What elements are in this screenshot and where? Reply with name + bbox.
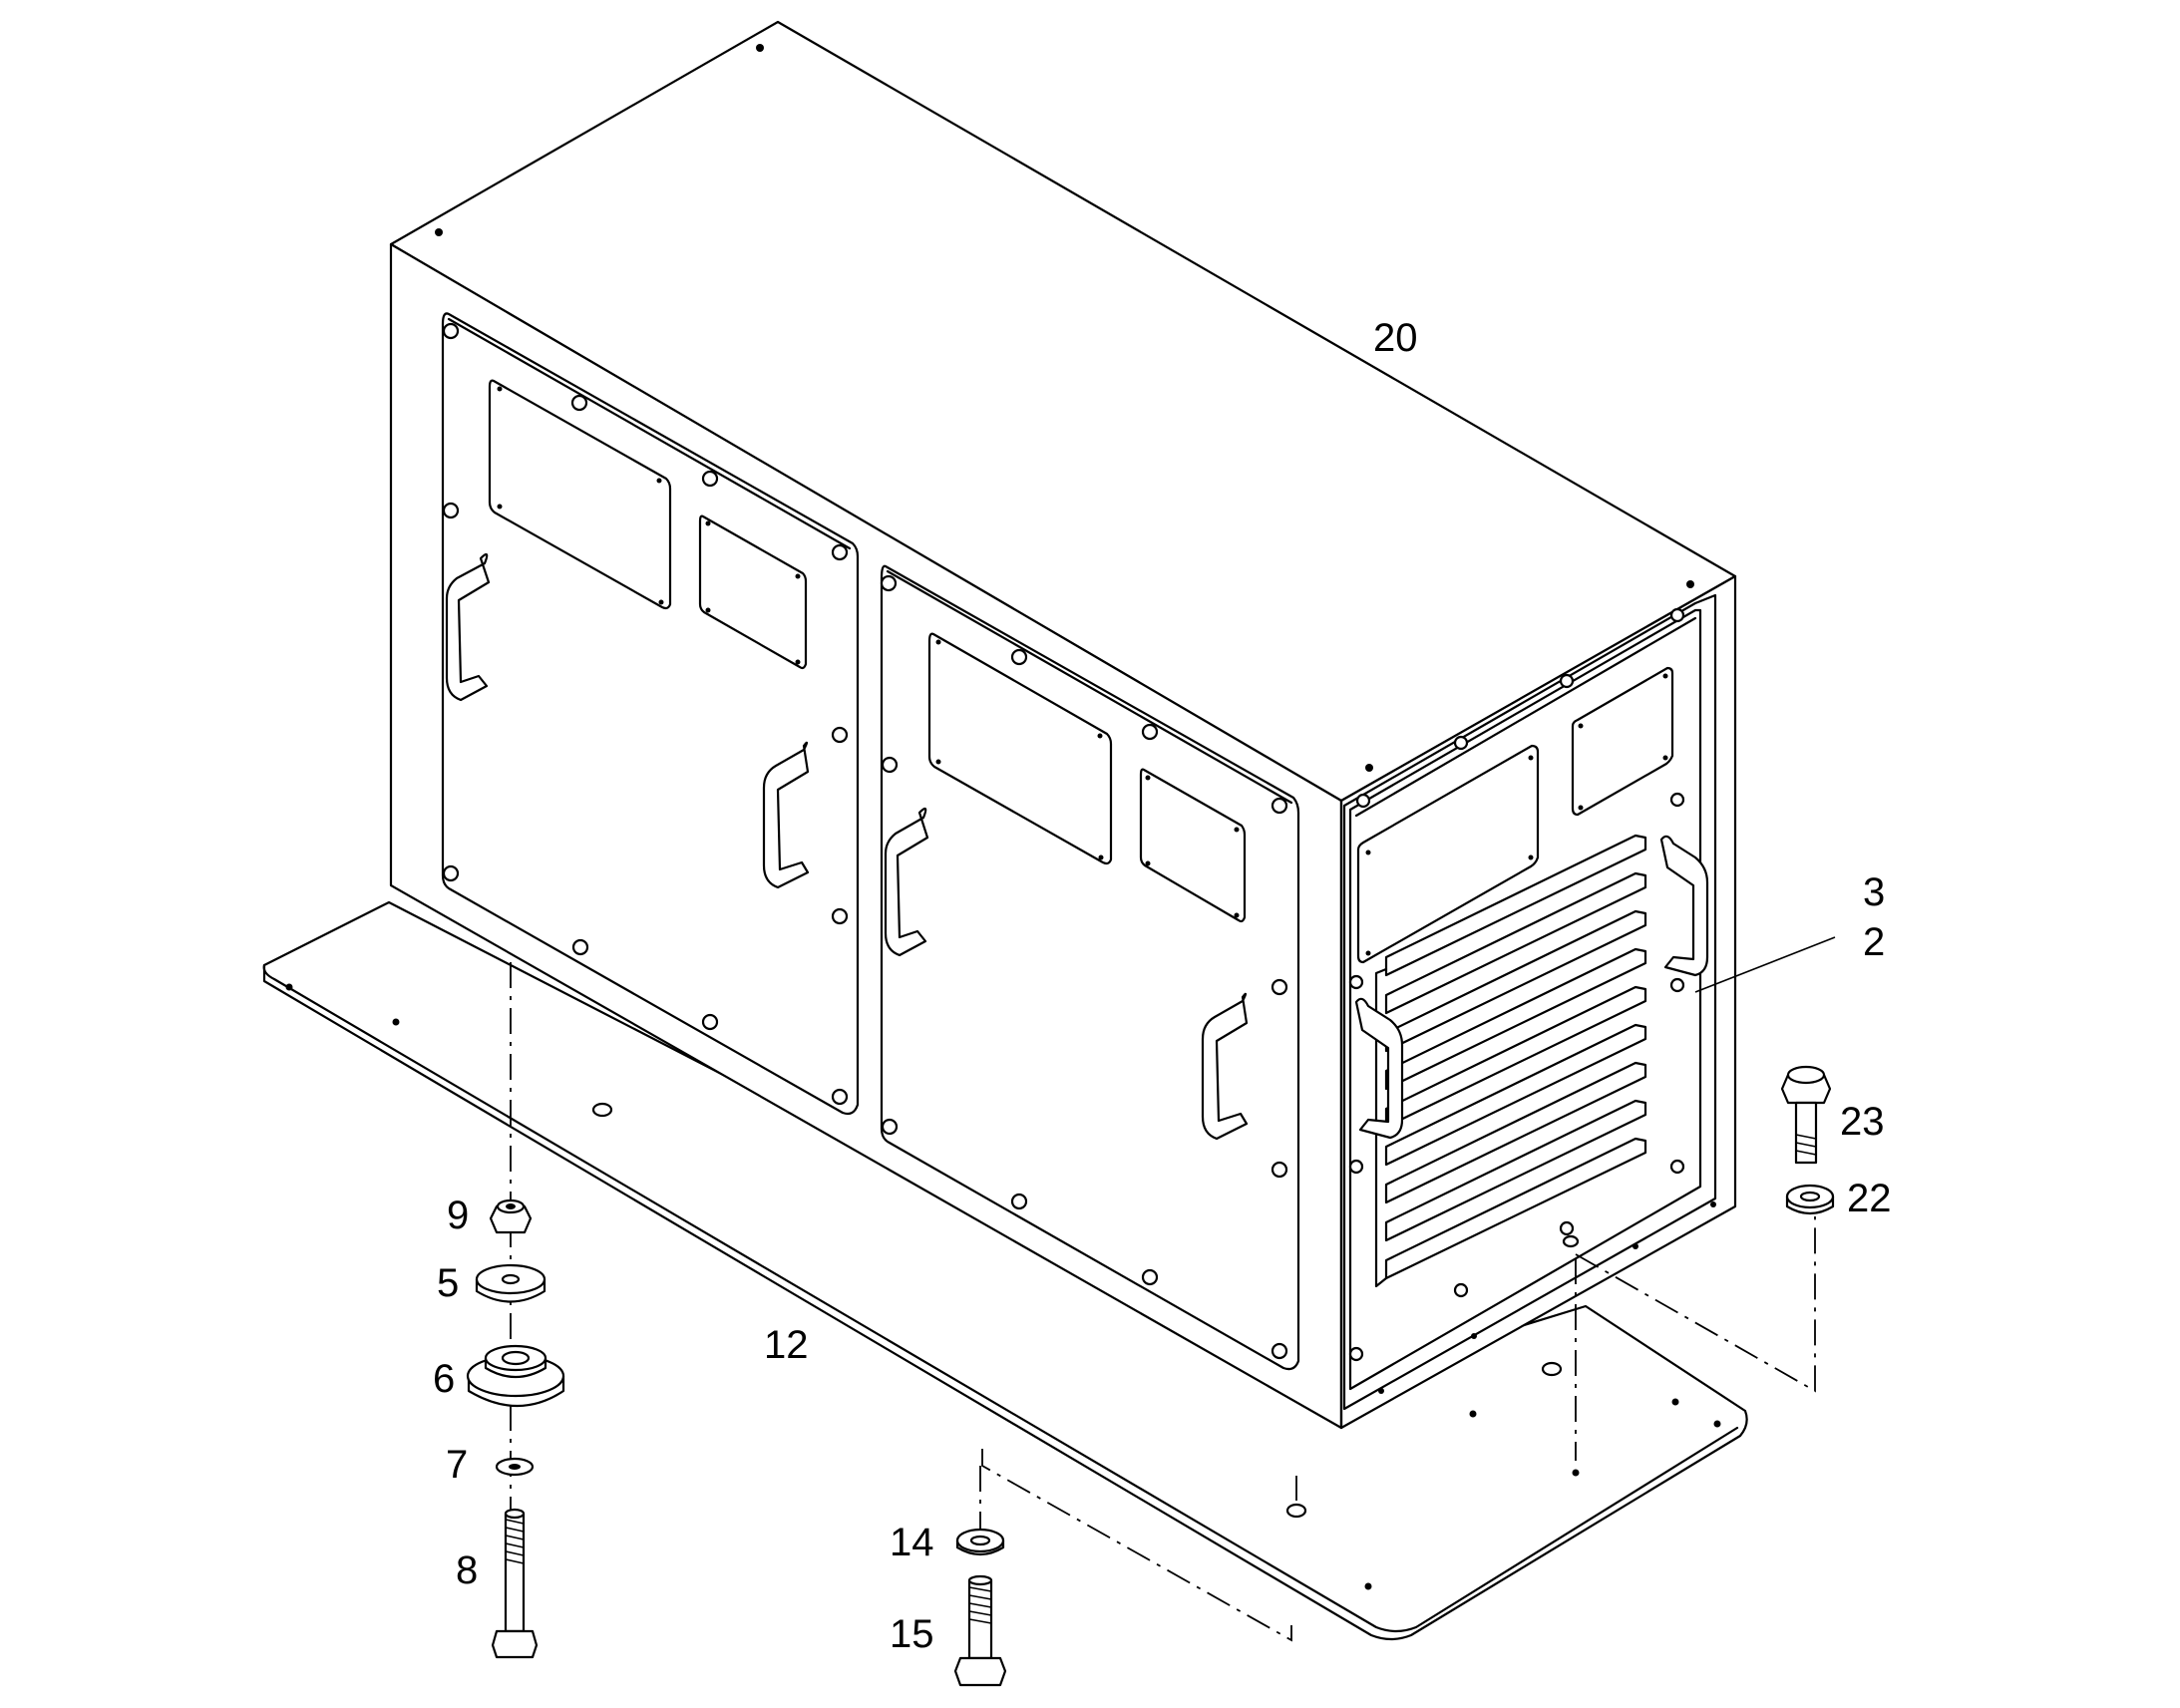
callout-15: 15 <box>890 1612 934 1656</box>
callout-20: 20 <box>1373 316 1418 360</box>
rubber-mount <box>466 1344 565 1407</box>
handle-icon <box>1659 835 1709 977</box>
callout-12: 12 <box>764 1323 809 1367</box>
callout-8: 8 <box>456 1548 478 1592</box>
fastener-washer <box>475 1263 546 1303</box>
callout-5: 5 <box>437 1261 459 1305</box>
fastener-lock-washer <box>495 1457 535 1477</box>
callout-7: 7 <box>446 1443 468 1487</box>
end-louver-panel <box>1342 593 1717 1411</box>
callout-labels: 20 3 2 23 22 9 5 6 7 8 12 14 15 <box>433 316 1892 1656</box>
handle-icon <box>1354 997 1404 1140</box>
left-door-panel <box>441 312 860 1116</box>
panel-bolts <box>1348 607 1685 1362</box>
callout-23: 23 <box>1840 1100 1885 1144</box>
fastener-long-bolt <box>491 1508 539 1659</box>
callout-6: 6 <box>433 1357 455 1401</box>
handle-icon <box>1201 992 1249 1141</box>
door-bolts <box>442 322 849 1106</box>
fastener-nut <box>489 1198 533 1234</box>
callout-3: 3 <box>1863 870 1885 914</box>
handle-icon <box>445 552 491 702</box>
handle-icon <box>762 741 810 889</box>
fastener-washer-14 <box>955 1528 1005 1556</box>
middle-door-panel <box>880 564 1300 1371</box>
callout-14: 14 <box>890 1521 934 1564</box>
base-plate <box>262 900 1748 1641</box>
fastener-washer-22 <box>1785 1184 1835 1215</box>
door-bolts <box>880 574 1288 1360</box>
callout-22: 22 <box>1847 1177 1892 1220</box>
cabinet-enclosure <box>389 20 1737 1430</box>
callout-9: 9 <box>447 1194 469 1237</box>
callout-2: 2 <box>1863 920 1885 964</box>
fastener-bolt-23 <box>1780 1065 1832 1165</box>
handle-icon <box>884 807 929 957</box>
fastener-bolt-15 <box>953 1574 1007 1687</box>
